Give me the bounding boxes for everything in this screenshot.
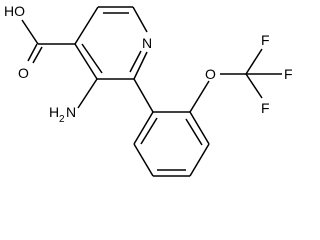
atom-nh2-h-label: H bbox=[49, 104, 59, 120]
trifluoromethoxy-group: O F F F bbox=[189, 32, 293, 116]
structure-diagram: HO O N H 2 N O F F F bbox=[4, 3, 293, 177]
bond-ph2-o bbox=[189, 80, 210, 113]
atom-nh2-n-label: N bbox=[66, 104, 76, 120]
bond-c-o-double-b bbox=[32, 46, 43, 64]
atom-o-carbonyl-label: O bbox=[18, 65, 29, 81]
bond-n-c2 bbox=[133, 51, 148, 80]
atom-f-right-label: F bbox=[284, 66, 293, 82]
bond-c6-n bbox=[132, 6, 148, 33]
bond-c-o-double-a bbox=[27, 43, 38, 62]
bond-ph5-ph6 bbox=[133, 143, 154, 177]
bond-c-oh bbox=[21, 19, 39, 45]
bond-c3-c4 bbox=[74, 43, 98, 80]
bond-ph2-ph3-inner bbox=[185, 118, 203, 146]
amino-group: H 2 N bbox=[49, 78, 98, 125]
bond-c3-nh2 bbox=[77, 78, 98, 109]
bond-cf3-f-top bbox=[245, 48, 263, 75]
bond-ph6-ph1-inner bbox=[140, 117, 158, 145]
bond-cf3-f-bottom bbox=[245, 73, 263, 99]
atom-ho-label: HO bbox=[4, 3, 25, 19]
pyridine-ring bbox=[74, 6, 148, 80]
bond-c2-phenyl bbox=[133, 78, 154, 113]
bond-ph2-ph3 bbox=[189, 111, 210, 145]
atom-nh2-subscript: 2 bbox=[59, 114, 65, 125]
bond-ph6-ph1 bbox=[133, 111, 154, 145]
bond-ph3-ph4 bbox=[189, 143, 210, 177]
atom-f-top-label: F bbox=[261, 32, 270, 48]
bond-c3-c4-inner bbox=[81, 43, 103, 74]
bond-n-c2-inner bbox=[129, 50, 142, 73]
carboxylic-acid-group: HO O bbox=[4, 3, 75, 81]
atom-f-bottom-label: F bbox=[261, 100, 270, 116]
atom-o-ether-label: O bbox=[205, 66, 216, 82]
atom-n-ring-label: N bbox=[142, 35, 152, 51]
bond-c4-c5 bbox=[74, 6, 99, 45]
phenyl-ring bbox=[133, 78, 210, 177]
